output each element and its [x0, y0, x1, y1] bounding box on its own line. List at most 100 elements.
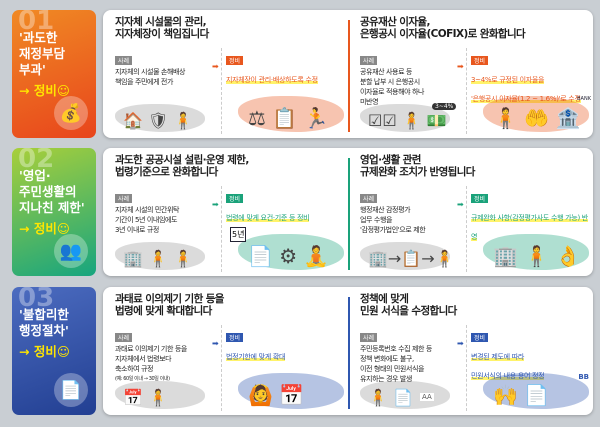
category-label: '과도한 재정부담 부과' — [19, 30, 66, 77]
arrow-icon: ➡ — [457, 62, 464, 71]
map-shape — [483, 373, 589, 409]
case-illustration-icon: ☑☑ 🧍 💵 — [368, 111, 447, 130]
map-shape — [115, 104, 205, 132]
case-tag: 사례 — [360, 56, 378, 65]
left-panel: 과도한 공공시설 설립·운영 제한, 법령기준으로 완화합니다 🏢 🧍 🧍 사례… — [103, 148, 348, 276]
case-text: 주민등록번호 수집 제한 등 정책 변화에도 불구, 이전 형태의 민원서식을 … — [360, 345, 432, 383]
fix-tag: 정비 — [226, 194, 244, 203]
right-panel: 공유재산 이자율, 은행공시 이자율(COFIX)로 완화합니다 ☑☑ 🧍 💵 … — [348, 10, 593, 138]
fix-section: 정비 변경된 제도에 따라 민원서식의 내용·용어 정정 🙌 📄 BB — [466, 325, 593, 411]
category-number: 03 — [18, 287, 55, 313]
case-section: 사례 지자체의 시설물 손해배상 책임을 주민에게 전가 — [115, 48, 213, 87]
category-card: 과도한 공공시설 설립·운영 제한, 법령기준으로 완화합니다 🏢 🧍 🧍 사례… — [103, 148, 593, 276]
fix-tag: 정비 — [471, 56, 489, 65]
panel-title: 과도한 공공시설 설립·운영 제한, 법령기준으로 완화합니다 — [115, 154, 249, 178]
case-tag: 사례 — [360, 333, 378, 342]
case-section: 사례 행정재산 감정평가 업무 수행을 '감정평가법인'으로 제한 — [360, 186, 458, 235]
fix-tag: 정비 — [226, 56, 244, 65]
case-text: 지자체 시설의 민간위탁 기간이 5년 이내임에도 3년 이내로 규정 — [115, 206, 180, 234]
map-shape — [238, 373, 344, 409]
case-tag: 사례 — [115, 194, 133, 203]
category-number: 01 — [18, 10, 55, 36]
fix-illustration-icon: 📄 ⚙ 🧘 — [248, 244, 329, 268]
panel-title: 과태료 이의제기 기한 등을 법령에 맞게 확대합니다 — [115, 293, 224, 317]
case-note: (예: 60일 이내 → 30일 이내) — [115, 376, 170, 382]
map-shape — [360, 381, 450, 409]
arrow-icon: ➡ — [457, 339, 464, 348]
fix-tag: 정비 — [226, 333, 244, 342]
case-text: 행정재산 감정평가 업무 수행을 '감정평가법인'으로 제한 — [360, 206, 426, 234]
fix-section: 정비 법령에 맞게 요건·기준 등 정비 📄 ⚙ 🧘 5년 — [221, 186, 348, 272]
map-shape — [115, 381, 205, 409]
panel-title: 영업·생활 관련 규제완화 조치가 반영됩니다 — [360, 154, 475, 178]
category-icon: 💰 — [54, 96, 88, 130]
fix-section: 정비 지자체장이 관리·배상하도록 수정 ⚖ 📋 🏃 — [221, 48, 348, 134]
category-result: → 정비☺ — [19, 83, 70, 98]
map-shape — [360, 242, 450, 270]
category-row: 03 '불합리한 행정절차' → 정비☺ 📄 과태료 이의제기 기한 등을 법령… — [0, 287, 600, 415]
doc-bb-label: BB — [578, 373, 589, 381]
arrow-icon: ➡ — [212, 339, 219, 348]
left-panel: 지자체 시설물의 관리, 지자체장이 책임집니다 🏠 🛡 🧍 사례 지자체의 시… — [103, 10, 348, 138]
category-icon: 👥 — [54, 234, 88, 268]
left-panel: 과태료 이의제기 기한 등을 법령에 맞게 확대합니다 📅 🧍 사례 과태료 이… — [103, 287, 348, 415]
case-illustration-icon: 🏢→📋→🧍 — [368, 249, 455, 268]
fix-text: 법정기한에 맞게 확대 — [226, 353, 286, 361]
right-panel: 영업·생활 관련 규제완화 조치가 반영됩니다 🏢→📋→🧍 사례 행정재산 감정… — [348, 148, 593, 276]
fix-illustration-icon: 🧍 🤲 🏦 — [493, 106, 581, 130]
category-result: → 정비☺ — [19, 221, 70, 236]
category-tile: 01 '과도한 재정부담 부과' → 정비☺ 💰 — [12, 10, 96, 138]
arrow-icon: ➡ — [212, 62, 219, 71]
map-shape — [238, 234, 344, 270]
case-text: 과태료 이의제기 기한 등을 지자체에서 법령보다 축소하여 규정 — [115, 345, 187, 373]
category-number: 02 — [18, 148, 55, 174]
fix-section: 정비 법정기한에 맞게 확대 🙆 📅 — [221, 325, 348, 411]
case-illustration-icon: 🏢 🧍 🧍 — [123, 249, 193, 268]
case-illustration-icon: 🏠 🛡 🧍 — [123, 111, 194, 130]
case-tag: 사례 — [115, 333, 133, 342]
case-illustration-icon: 📅 🧍 — [123, 388, 168, 407]
case-section: 사례 지자체 시설의 민간위탁 기간이 5년 이내임에도 3년 이내로 규정 — [115, 186, 213, 235]
case-section: 사례 과태료 이의제기 기한 등을 지자체에서 법령보다 축소하여 규정 (예:… — [115, 325, 213, 384]
panel-title: 정책에 맞게 민원 서식을 수정합니다 — [360, 293, 457, 317]
category-label: '영업· 주민생활의 지나친 제한' — [19, 168, 85, 215]
category-result: → 정비☺ — [19, 344, 70, 359]
map-shape — [238, 96, 344, 132]
panel-title: 공유재산 이자율, 은행공시 이자율(COFIX)로 완화합니다 — [360, 16, 526, 40]
case-tag: 사례 — [360, 194, 378, 203]
fix-illustration-icon: 🙌 📄 — [493, 383, 550, 407]
category-row: 02 '영업· 주민생활의 지나친 제한' → 정비☺ 👥 과도한 공공시설 설… — [0, 148, 600, 276]
case-text: 공유재산 사용료 등 분할 납부 시 은행공시 이자율로 적용해야 하나 미반영 — [360, 68, 425, 106]
map-shape — [115, 242, 205, 270]
category-card: 지자체 시설물의 관리, 지자체장이 책임집니다 🏠 🛡 🧍 사례 지자체의 시… — [103, 10, 593, 138]
category-card: 과태료 이의제기 기한 등을 법령에 맞게 확대합니다 📅 🧍 사례 과태료 이… — [103, 287, 593, 415]
case-section: 사례 주민등록번호 수집 제한 등 정책 변화에도 불구, 이전 형태의 민원서… — [360, 325, 458, 384]
category-icon: 📄 — [54, 373, 88, 407]
arrow-icon: ➡ — [212, 200, 219, 209]
panel-title: 지자체 시설물의 관리, 지자체장이 책임집니다 — [115, 16, 209, 40]
category-label: '불합리한 행정절차' — [19, 307, 69, 338]
fix-tag: 정비 — [471, 194, 489, 203]
fix-section: 정비 규제완화 사항(감정평가사도 수행 가능) 반영 🏢 🧍 👌 — [466, 186, 593, 272]
map-shape — [483, 234, 589, 270]
category-row: 01 '과도한 재정부담 부과' → 정비☺ 💰 지자체 시설물의 관리, 지자… — [0, 10, 600, 138]
fix-text: 지자체장이 관리·배상하도록 수정 — [226, 76, 318, 84]
fix-section: 정비 3~4%로 규정된 이자율을 '은행공시 이자율(1.2 ~ 1.6%)'… — [466, 48, 593, 134]
doc-label: 5년 — [230, 227, 247, 242]
fix-tag: 정비 — [471, 333, 489, 342]
fix-illustration-icon: ⚖ 📋 🏃 — [248, 106, 329, 130]
case-tag: 사례 — [115, 56, 133, 65]
fix-illustration-icon: 🏢 🧍 👌 — [493, 244, 581, 268]
fix-illustration-icon: 🙆 📅 — [248, 383, 305, 407]
case-text: 지자체의 시설물 손해배상 책임을 주민에게 전가 — [115, 68, 186, 86]
case-section: 사례 공유재산 사용료 등 분할 납부 시 은행공시 이자율로 적용해야 하나 … — [360, 48, 458, 107]
arrow-icon: ➡ — [457, 200, 464, 209]
category-tile: 03 '불합리한 행정절차' → 정비☺ 📄 — [12, 287, 96, 415]
case-illustration-icon: 🧍 📄 — [368, 388, 413, 407]
rate-badge: 3~4% — [432, 103, 457, 110]
fix-text: 법령에 맞게 요건·기준 등 정비 — [226, 214, 310, 222]
right-panel: 정책에 맞게 민원 서식을 수정합니다 🧍 📄 사례 주민등록번호 수집 제한 … — [348, 287, 593, 415]
bank-label: BANK — [577, 96, 591, 102]
map-shape — [483, 96, 589, 132]
category-tile: 02 '영업· 주민생활의 지나친 제한' → 정비☺ 👥 — [12, 148, 96, 276]
